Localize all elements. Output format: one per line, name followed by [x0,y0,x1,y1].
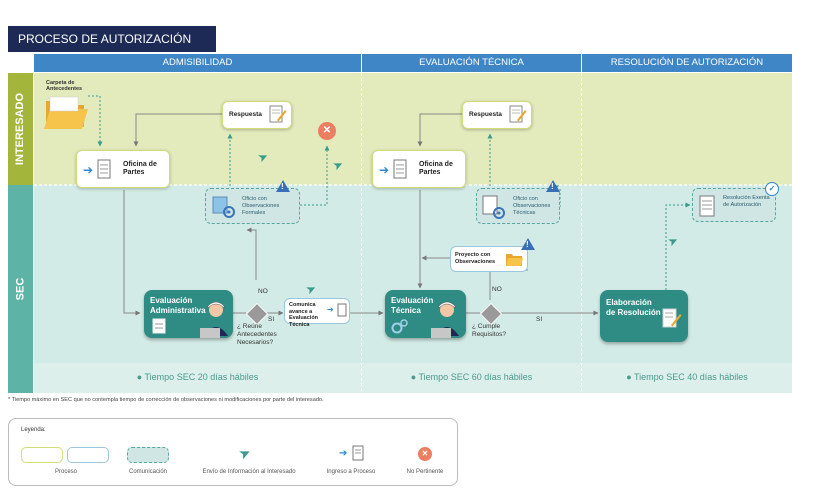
oficio-observaciones-tecnicas: Oficio con Observaciones Técnicas [476,188,560,224]
warning-mark-1: ! [281,182,284,191]
gear-icon [391,319,408,334]
ingreso-arrow-icon: ➔ [83,163,94,177]
tiempo-resolucion: ● Tiempo SEC 40 días hábiles [626,372,748,382]
decision-no-label-2: NO [492,286,502,293]
comunica-label: Comunica avance a Evaluación Técnica [289,302,319,328]
document-icon [337,303,347,317]
document-gear-icon [482,195,505,219]
document-icon [152,318,166,334]
lane-sec-footer-bg [34,363,792,393]
resolucion-exenta-box: Resolución Exenta de Autorización [692,188,776,222]
phase-header-evaluacion-tecnica: EVALUACIÓN TÉCNICA [362,54,581,72]
document-pencil-icon [509,105,527,123]
no-pertinente-icon: ✕ [318,122,336,140]
evaluacion-tecnica-label: Evaluación Técnica [391,296,434,315]
legend-title: Leyenda: [21,427,46,433]
legend-send-icon: ➤ [235,443,254,463]
legend-document-icon [352,445,364,461]
resolucion-exenta-label: Resolución Exenta de Autorización [723,195,770,208]
legend-label-ingreso: Ingreso a Proceso [326,469,376,475]
evaluacion-administrativa-box: Evaluación Administrativa [144,290,233,338]
warning-icon-1 [276,180,290,192]
proyecto-label: Proyecto con Observaciones [455,252,496,265]
check-icon: ✓ [765,182,779,196]
document-icon [699,195,715,217]
document-gear-icon [212,196,235,218]
oficio-label-1: Oficio con Observaciones Formales [242,196,280,216]
decision-no-label-1: NO [258,288,268,295]
inspector-icon [200,301,228,338]
lane-label-sec: SEC [8,185,33,393]
oficio-label-2: Oficio con Observaciones Técnicas [513,196,551,216]
page-title: PROCESO DE AUTORIZACIÓN [8,26,216,52]
folder-icon [506,254,523,266]
evaluacion-administrativa-label: Evaluación Administrativa [150,296,206,315]
document-pencil-icon [269,105,287,123]
tiempo-bullet-icon: ● [136,372,145,382]
lane-label-interesado: INTERESADO [8,73,33,185]
tiempo-evaluacion: ● Tiempo SEC 60 días hábiles [410,372,533,382]
legend-label-envio: Envío de Información al Interesado [202,469,296,475]
document-pencil-icon [662,308,682,328]
legend-ingreso-arrow-icon: ➔ [339,448,348,459]
ingreso-arrow-icon: ➔ [327,305,334,314]
decision-si-label-1: SI [268,316,275,323]
folder-icon [44,96,88,129]
legend-no-pertinente-icon: ✕ [418,447,432,461]
legend-process-swatch-2 [67,447,109,463]
respuesta-box-2: Respuesta [462,101,532,129]
comunica-avance-box: Comunica avance a Evaluación Técnica ➔ [284,298,350,328]
ingreso-arrow-icon: ➔ [379,163,390,177]
legend-label-no-pertinente: No Pertinente [406,469,444,475]
respuesta-label-2: Respuesta [469,111,502,118]
phase-header-admisibilidad: ADMISIBILIDAD [34,54,361,72]
warning-mark-3: ! [526,240,529,249]
phase-header-resolucion: RESOLUCIÓN DE AUTORIZACIÓN [582,54,792,72]
decision-question-2: ¿ Cumple Requisitos? [472,323,506,338]
document-icon [97,159,111,179]
tiempo-bullet-icon: ● [626,372,635,382]
decision-question-1: ¿ Reúne Antecedentes Necesarios? [237,323,277,346]
proyecto-observaciones-box: Proyecto con Observaciones [450,246,528,272]
warning-mark-2: ! [551,182,554,191]
oficina-partes-label-1: Oficina de Partes [123,161,157,176]
footnote: * Tiempo máximo en SEC que no contempla … [8,397,324,403]
tiempo-admisibilidad: ● Tiempo SEC 20 días hábiles [136,372,259,382]
elaboracion-label: Elaboración de Resolución [606,298,661,317]
tiempo-bullet-icon: ● [410,372,419,382]
legend-comm-swatch [127,447,169,463]
legend-process-swatch-1 [21,447,63,463]
carpeta-label: Carpeta de Antecedentes [46,80,83,92]
oficina-partes-label-2: Oficina de Partes [419,161,453,176]
oficina-partes-box-1: ➔ Oficina de Partes [76,150,170,188]
evaluacion-tecnica-box: Evaluación Técnica [385,290,466,338]
document-icon [393,159,407,179]
warning-icon-2 [546,180,560,192]
legend-box: Leyenda: Proceso Comunicación ➤ Envío de… [8,418,458,486]
warning-icon-3 [521,238,535,250]
decision-si-label-2: SI [536,316,543,323]
respuesta-label-1: Respuesta [229,111,262,118]
oficio-observaciones-formales: Oficio con Observaciones Formales [205,188,300,224]
inspector-icon [431,301,459,338]
elaboracion-resolucion-box: Elaboración de Resolución [600,290,688,342]
legend-label-comunicacion: Comunicación [128,469,168,475]
legend-label-proceso: Proceso [54,469,77,475]
oficina-partes-box-2: ➔ Oficina de Partes [372,150,466,188]
respuesta-box-1: Respuesta [222,101,292,129]
